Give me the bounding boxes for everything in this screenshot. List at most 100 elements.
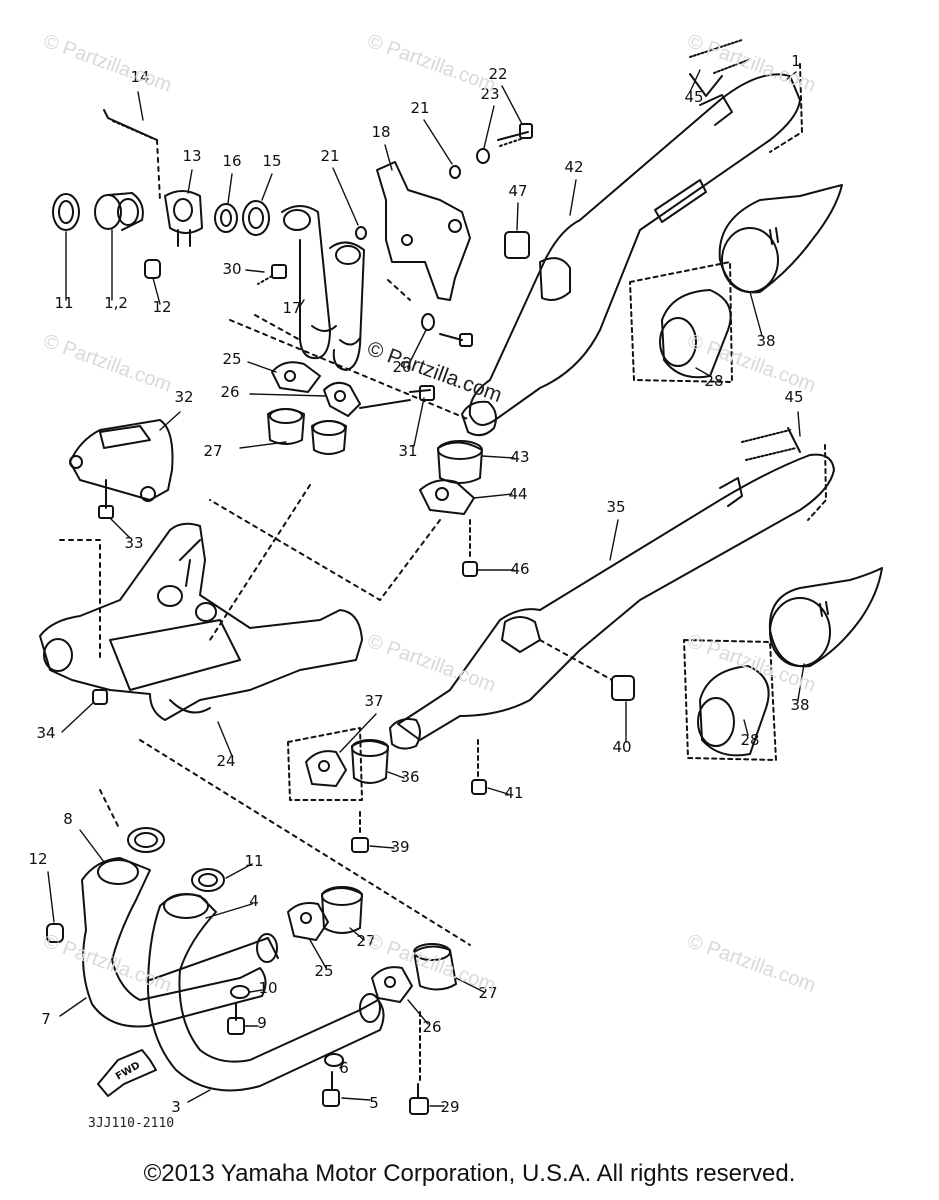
part-bolt-33 — [59, 479, 114, 661]
callout-number: 28 — [740, 731, 759, 749]
part-bolt-39 — [351, 811, 369, 853]
part-clamp-13 — [164, 190, 203, 247]
part-spring-45-lower — [741, 427, 801, 461]
callout-number: 21 — [410, 99, 429, 117]
part-clamp-25-lower — [287, 902, 329, 941]
part-hardware-lower — [227, 985, 429, 1115]
part-nut-41 — [471, 739, 487, 795]
part-clamp-37 — [287, 727, 363, 801]
callout-number: 25 — [314, 962, 333, 980]
callout-leader-line — [152, 277, 161, 305]
callout-leader-line — [797, 411, 801, 437]
callout-number: 12 — [28, 850, 47, 868]
callout-leader-line — [227, 173, 233, 204]
callout-leader-line — [339, 713, 377, 753]
callout-leader-line — [79, 829, 105, 863]
part-gasket-11-lower — [191, 868, 225, 892]
callout-number: 35 — [606, 498, 625, 516]
callout-number: 10 — [258, 979, 277, 997]
callout-number: 6 — [339, 1059, 349, 1077]
part-cover-28-top — [629, 261, 733, 383]
callout-number: 47 — [508, 182, 527, 200]
callout-leader-line — [487, 787, 509, 795]
callout-leader-line — [743, 719, 749, 736]
callout-leader-line — [749, 291, 763, 337]
callout-number: 22 — [488, 65, 507, 83]
callout-number: 7 — [41, 1010, 51, 1028]
callout-leader-line — [261, 173, 273, 201]
callout-leader-line — [187, 1089, 211, 1103]
callout-leader-line — [473, 493, 513, 499]
callout-number: 4 — [249, 892, 259, 910]
callout-leaders — [47, 69, 805, 1107]
part-ring-16 — [214, 203, 238, 233]
callout-leader-line — [407, 999, 429, 1025]
callout-leader-line — [137, 91, 144, 121]
callout-leader-line — [59, 997, 87, 1017]
callout-number: 28 — [704, 372, 723, 390]
callout-number: 13 — [182, 147, 201, 165]
callout-number: 1 — [791, 52, 801, 70]
part-leader-dashes — [209, 314, 471, 641]
callout-number: 33 — [124, 534, 143, 552]
part-muffler-1 — [461, 63, 803, 437]
callout-number: 3 — [171, 1098, 181, 1116]
callout-number: 38 — [790, 696, 809, 714]
callout-number: 27 — [478, 984, 497, 1002]
callout-leader-line — [797, 663, 805, 701]
callout-number: 21 — [320, 147, 339, 165]
part-bracket-18 — [376, 161, 471, 301]
callout-number: 45 — [684, 88, 703, 106]
callout-leader-line — [785, 71, 797, 81]
part-leader-dashes-lower — [139, 739, 471, 1081]
part-cover-32 — [69, 419, 174, 502]
callout-leader-line — [339, 1061, 345, 1069]
callout-leader-line — [299, 299, 305, 307]
callout-leader-line — [217, 721, 233, 757]
callout-number: 32 — [174, 388, 193, 406]
callout-leader-line — [61, 701, 95, 733]
callout-leader-line — [413, 397, 425, 447]
part-sleeve-43 — [437, 440, 483, 484]
callout-leader-line — [245, 269, 265, 273]
callout-leader-line — [423, 119, 453, 165]
part-pipe-17 — [281, 205, 365, 371]
callout-number: 27 — [356, 932, 375, 950]
callout-leader-line — [187, 169, 193, 194]
callout-leader-line — [609, 519, 619, 561]
part-bolt-22-23 — [476, 123, 533, 164]
callout-leader-line — [349, 927, 365, 941]
part-cap-12-top — [144, 259, 161, 279]
part-pipe-7 — [81, 857, 279, 1028]
callout-number: 9 — [257, 1014, 267, 1032]
part-bolt-14 — [103, 109, 161, 201]
callout-number: 45 — [784, 388, 803, 406]
callout-number: 11 — [244, 852, 263, 870]
callout-leader-line — [455, 977, 485, 993]
part-nut-34 — [92, 689, 108, 705]
callout-number: 38 — [756, 332, 775, 350]
callout-leader-line — [501, 85, 523, 125]
callout-number: 23 — [480, 85, 499, 103]
callout-number: 24 — [216, 752, 235, 770]
callout-number: 26 — [422, 1018, 441, 1036]
part-tip-38-top — [718, 184, 843, 294]
callout-leader-line — [159, 411, 181, 431]
callout-number: 40 — [612, 738, 631, 756]
part-clamp-26-lower — [371, 966, 413, 1003]
callout-number: 29 — [440, 1098, 459, 1116]
callout-number: 15 — [262, 152, 281, 170]
callout-number: 41 — [504, 784, 523, 802]
callout-number: 14 — [130, 68, 149, 86]
callout-number: 1,2 — [104, 294, 128, 312]
callout-leader-line — [689, 69, 701, 93]
part-washer-21 — [355, 165, 461, 240]
callout-leader-line — [249, 393, 327, 397]
callout-leader-line — [309, 939, 327, 969]
part-clamp-26 — [323, 381, 435, 417]
part-collar-40 — [539, 639, 635, 701]
part-clamp-44 — [419, 479, 475, 515]
part-bolt-20 — [421, 313, 473, 347]
